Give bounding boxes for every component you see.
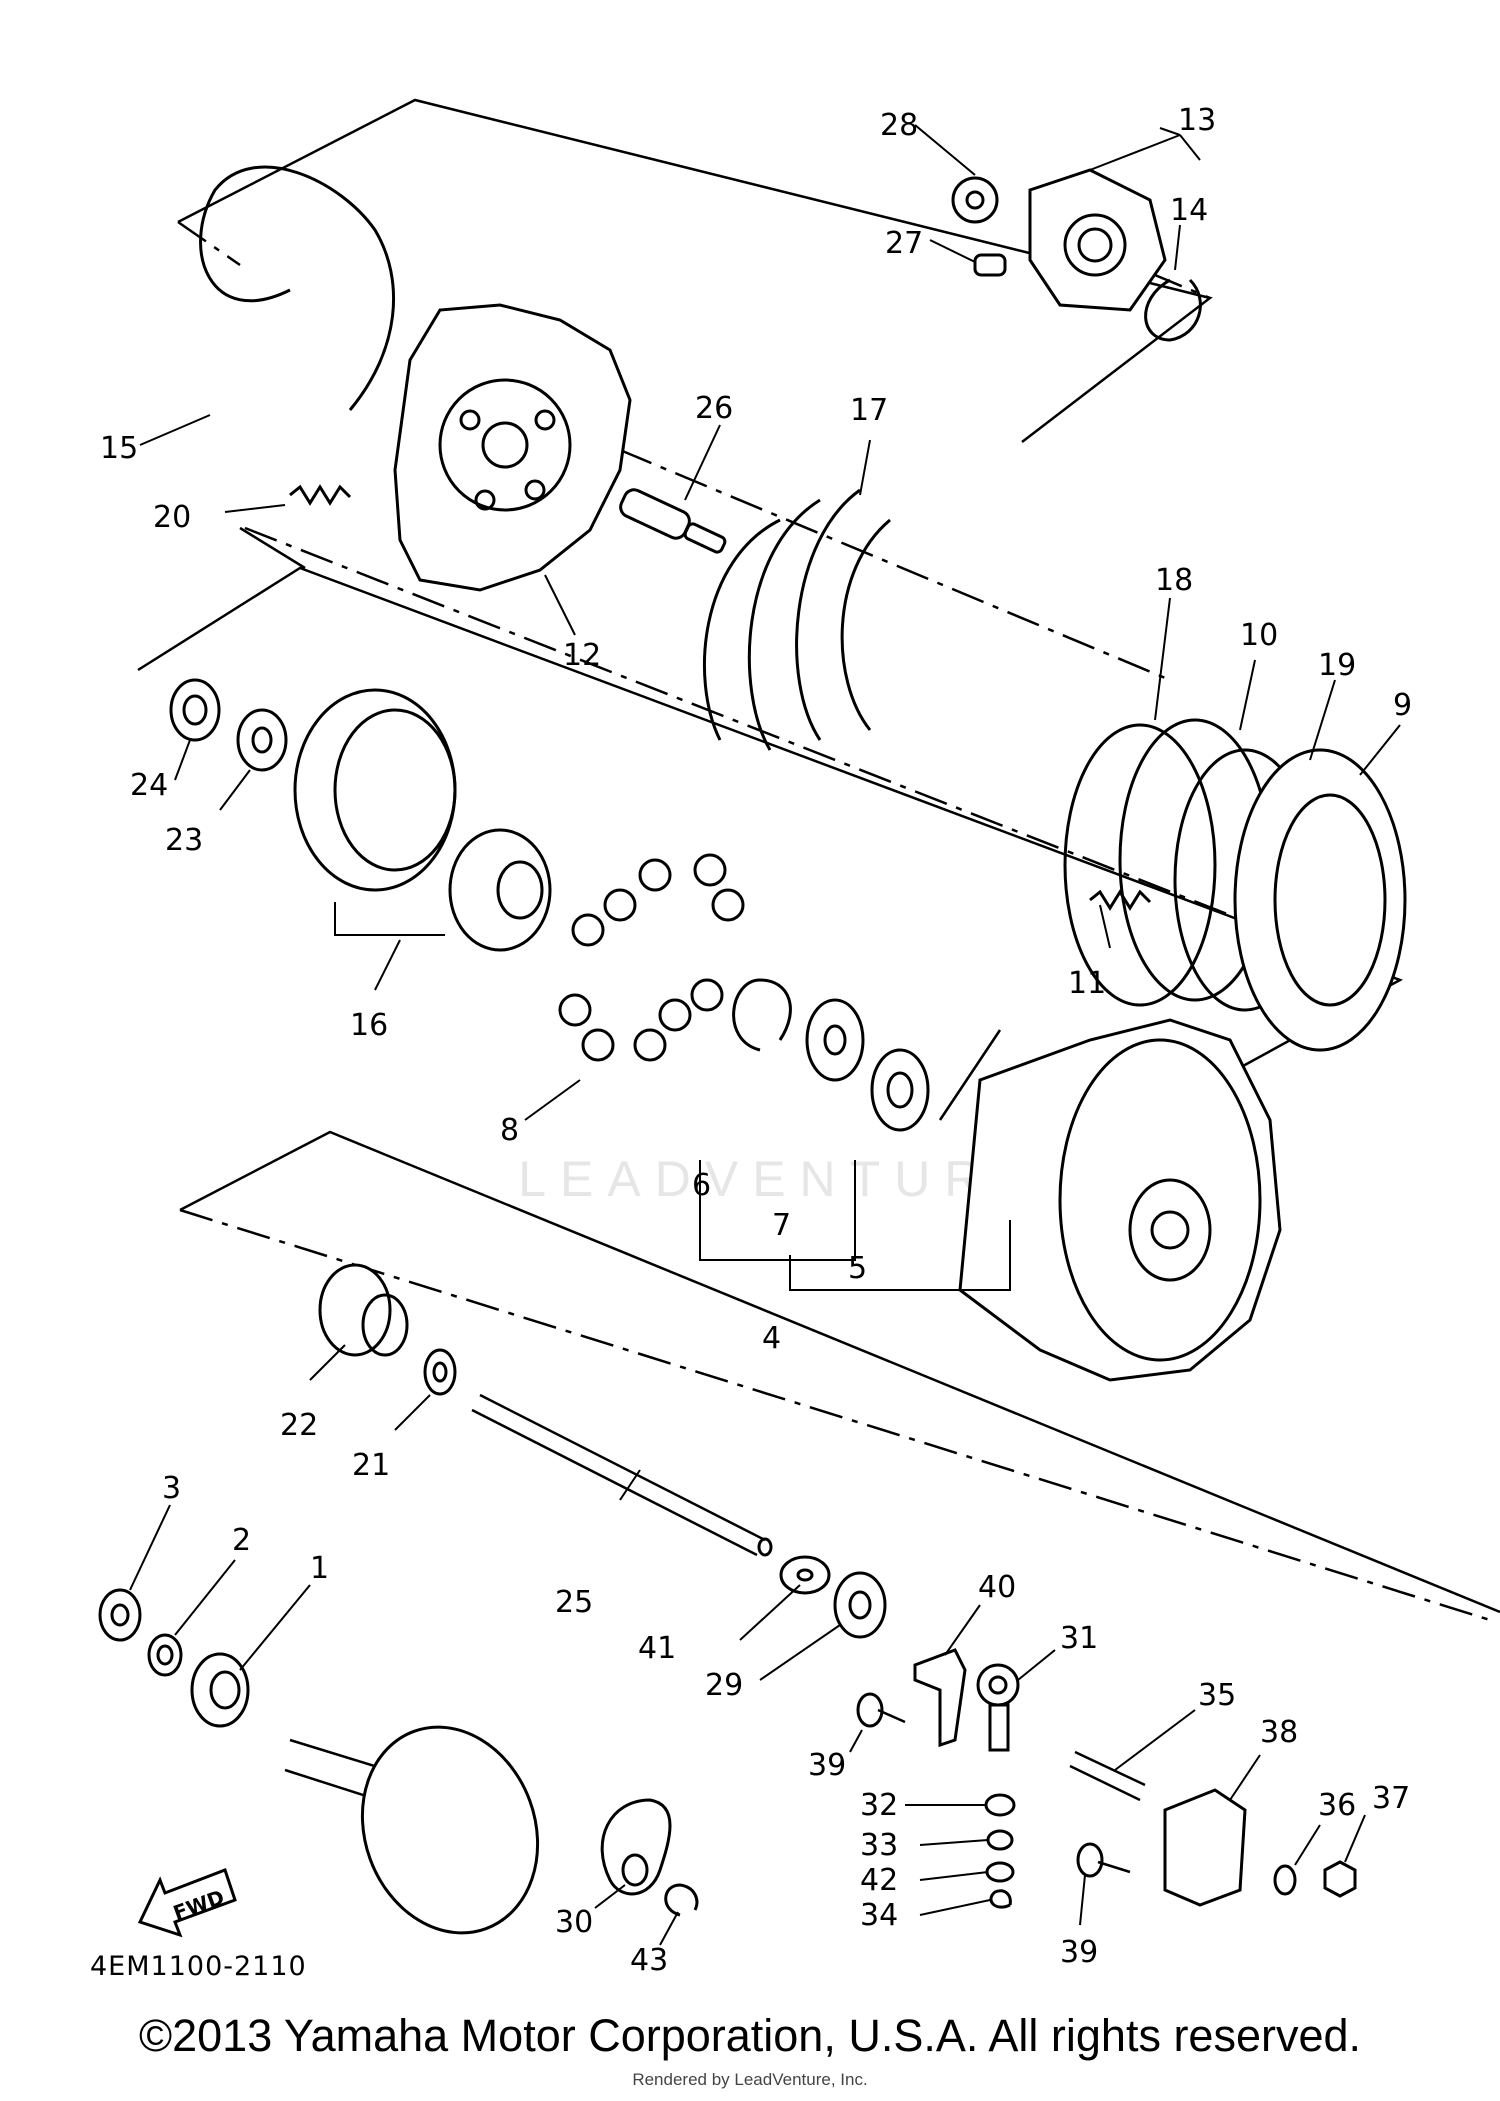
callout-17: 17 (850, 393, 888, 428)
callout-30: 30 (555, 1905, 593, 1940)
callout-34: 34 (860, 1898, 898, 1933)
callouts: 28 13 14 27 15 26 17 20 12 18 10 19 9 24… (100, 103, 1412, 1978)
callout-15: 15 (100, 431, 138, 466)
callout-22: 22 (280, 1408, 318, 1443)
fwd-arrow: FWD (137, 1868, 237, 1938)
washers-part (732, 978, 930, 1132)
callout-39b: 39 (1060, 1935, 1098, 1970)
part-code: 4EM1100-2110 (90, 1951, 307, 1982)
callout-2: 2 (232, 1523, 251, 1558)
callout-18: 18 (1155, 563, 1193, 598)
callout-26: 26 (695, 391, 733, 426)
friction-plates-part (703, 488, 891, 751)
rendered-by-credit: Rendered by LeadVenture, Inc. (632, 2070, 868, 2089)
pressure-plate-part (393, 303, 632, 592)
nut-washer-part (169, 678, 288, 772)
watermark: LEADVENTURE (518, 1151, 1042, 1207)
callout-3: 3 (162, 1471, 181, 1506)
callout-29: 29 (705, 1668, 743, 1703)
cam-part (600, 1798, 699, 1917)
bearing-housing-part (951, 168, 1202, 342)
small-stack-part (984, 1793, 1016, 1909)
callout-10: 10 (1240, 618, 1278, 653)
callout-1: 1 (310, 1551, 329, 1586)
callout-8: 8 (500, 1113, 519, 1148)
callout-11: 11 (1068, 966, 1106, 1001)
callout-6: 6 (692, 1168, 711, 1203)
callout-31: 31 (1060, 1621, 1098, 1656)
long-push-rod-part (471, 1393, 773, 1557)
callout-32: 32 (860, 1788, 898, 1823)
callout-16: 16 (350, 1008, 388, 1043)
bracket-group-part (1069, 1750, 1357, 1907)
callout-23: 23 (165, 823, 203, 858)
leader-lines (129, 124, 1401, 1946)
rod-washer-part (779, 1555, 887, 1639)
callout-12: 12 (563, 638, 601, 673)
clutch-housing-part (958, 1018, 1282, 1382)
callout-43: 43 (630, 1943, 668, 1978)
callout-4: 4 (762, 1321, 781, 1356)
callout-28: 28 (880, 108, 918, 143)
callout-37: 37 (1372, 1781, 1410, 1816)
callout-20: 20 (153, 500, 191, 535)
circlip-part (199, 165, 396, 411)
callout-36: 36 (1318, 1788, 1356, 1823)
callout-24: 24 (130, 768, 168, 803)
callout-14: 14 (1170, 193, 1208, 228)
callout-21: 21 (352, 1448, 390, 1483)
callout-7: 7 (772, 1208, 791, 1243)
shaft-nut-part (98, 1588, 250, 1728)
copyright-notice: ©2013 Yamaha Motor Corporation, U.S.A. A… (138, 2010, 1362, 2061)
callout-19: 19 (1318, 648, 1356, 683)
callout-13: 13 (1178, 103, 1216, 138)
balls-part (558, 853, 745, 1062)
callout-40: 40 (978, 1570, 1016, 1605)
clutch-pack-part (1063, 718, 1407, 1052)
callout-39: 39 (808, 1748, 846, 1783)
callout-25: 25 (555, 1585, 593, 1620)
callout-5: 5 (848, 1251, 867, 1286)
callout-27: 27 (885, 226, 923, 261)
callout-38: 38 (1260, 1715, 1298, 1750)
callout-42: 42 (860, 1863, 898, 1898)
callout-9: 9 (1393, 688, 1412, 723)
callout-41: 41 (638, 1631, 676, 1666)
primary-gear-part (293, 688, 552, 952)
push-rod-part (619, 488, 727, 554)
callout-33: 33 (860, 1828, 898, 1863)
lever-group-part (856, 1648, 1020, 1752)
drive-shaft-part (284, 1725, 540, 1935)
spring-part (289, 484, 352, 506)
collar-part (318, 1263, 457, 1396)
callout-35: 35 (1198, 1678, 1236, 1713)
